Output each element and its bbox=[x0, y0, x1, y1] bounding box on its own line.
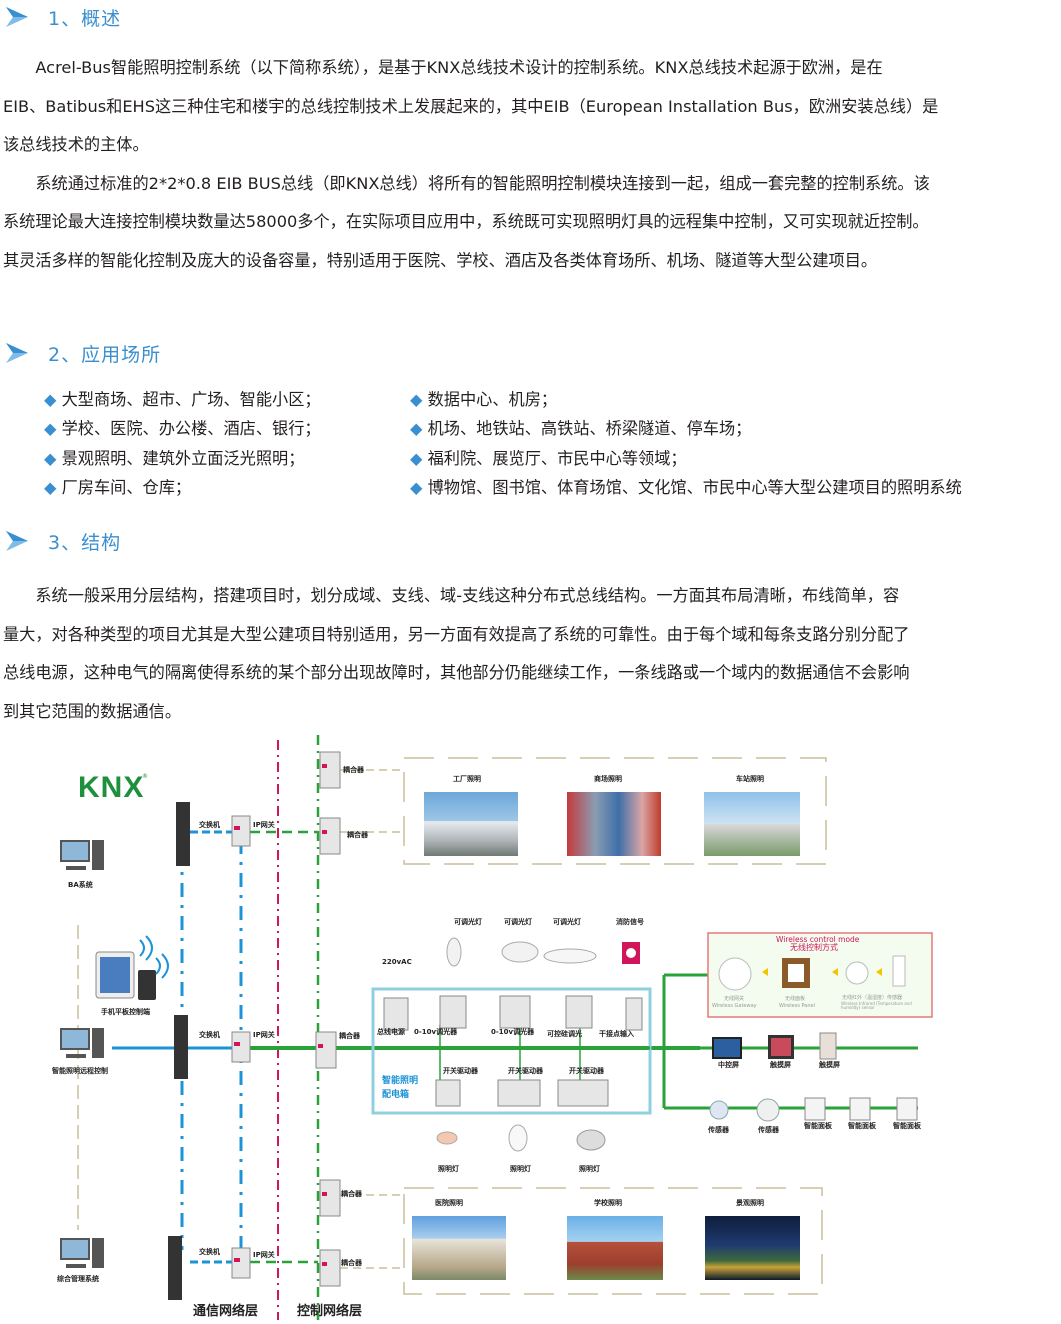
ba-system-label: BA系统 bbox=[68, 881, 93, 889]
section-2-heading: 2、应用场所 bbox=[4, 338, 161, 368]
panel-label: 智能面板 bbox=[893, 1122, 921, 1130]
text-line: 系统通过标准的2*2*0.8 EIB BUS总线（即KNX总线）将所有的智能照明… bbox=[3, 173, 930, 193]
module-label: 总线电源 bbox=[377, 1028, 405, 1036]
section-3-heading: 3、结构 bbox=[4, 526, 121, 556]
school-lighting-image bbox=[567, 1216, 663, 1280]
text-line: 到其它范围的数据通信。 bbox=[3, 701, 182, 721]
text-line: 其灵活多样的智能化控制及庞大的设备容量，特别适用于医院、学校、酒店及各类体育场所… bbox=[3, 250, 878, 270]
landscape-lighting-image bbox=[705, 1216, 800, 1280]
module-label: 开关驱动器 bbox=[569, 1067, 604, 1075]
section-1-title: 1、概述 bbox=[48, 7, 122, 30]
lamp-label: 照明灯 bbox=[579, 1165, 600, 1173]
station-lighting-image bbox=[704, 792, 800, 856]
wireless-item-en: Wireless Gateway bbox=[712, 1003, 757, 1009]
list-item: ◆ 福利院、展览厅、市民中心等领域； bbox=[410, 448, 687, 468]
text-line: 系统理论最大连接控制模块数量达58000多个，在实际项目应用中，系统既可实现照明… bbox=[3, 212, 929, 231]
voltage-label: 220vAC bbox=[382, 958, 412, 966]
ip-gateway-label: IP网关 bbox=[253, 1031, 275, 1039]
svg-text:®: ® bbox=[142, 773, 148, 780]
switch-label: 交换机 bbox=[199, 821, 220, 829]
screen-label: 触摸屏 bbox=[770, 1061, 791, 1069]
remote-control-label: 智能照明远程控制 bbox=[52, 1067, 108, 1075]
section-2-title: 2、应用场所 bbox=[48, 343, 162, 366]
list-item: ◆ 厂房车间、仓库； bbox=[44, 477, 192, 497]
coupler-label: 耦合器 bbox=[343, 766, 364, 774]
lamp-label: 可调光灯 bbox=[454, 918, 482, 926]
sensor-label: 传感器 bbox=[758, 1126, 779, 1134]
system-architecture-diagram: KNX ® bbox=[0, 730, 1061, 1324]
lamp-label: 可调光灯 bbox=[504, 918, 532, 926]
wireless-item: 无线红外（温湿度）传感器 bbox=[842, 995, 903, 1001]
screen-label: 中控屏 bbox=[718, 1061, 739, 1069]
photo-caption: 学校照明 bbox=[594, 1199, 622, 1207]
chevron-arrow-icon bbox=[6, 7, 28, 27]
chevron-arrow-icon bbox=[6, 531, 28, 551]
photo-caption: 医院照明 bbox=[435, 1199, 463, 1207]
lamp-label: 照明灯 bbox=[438, 1165, 459, 1173]
lighting-box-label: 智能照明 bbox=[382, 1076, 419, 1086]
ip-gateway-label: IP网关 bbox=[253, 1251, 275, 1259]
fire-signal-label: 消防信号 bbox=[616, 918, 644, 926]
coupler-label: 耦合器 bbox=[347, 831, 368, 839]
text-line: 系统一般采用分层结构，搭建项目时，划分成域、支线、域-支线这种分布式总线结构。一… bbox=[3, 586, 900, 605]
list-item: ◆ 数据中心、机房； bbox=[410, 390, 558, 409]
switch-label: 交换机 bbox=[199, 1031, 220, 1039]
photo-caption: 工厂照明 bbox=[453, 775, 481, 783]
svg-text:KNX: KNX bbox=[78, 771, 144, 804]
module-label: 可控硅调光 bbox=[547, 1030, 582, 1038]
panel-label: 智能面板 bbox=[804, 1122, 832, 1130]
mobile-control-label: 手机平板控制端 bbox=[101, 1008, 150, 1016]
application-list-right: ◆ 数据中心、机房； ◆ 机场、地铁站、高铁站、桥梁隧道、停车场； ◆ 福利院、… bbox=[410, 385, 962, 502]
communication-layer-label: 通信网络层 bbox=[193, 1304, 259, 1319]
lamp-label: 照明灯 bbox=[510, 1165, 531, 1173]
sensor-label: 传感器 bbox=[708, 1126, 729, 1134]
section-3-paragraph: 系统一般采用分层结构，搭建项目时，划分成域、支线、域-支线这种分布式总线结构。一… bbox=[3, 577, 1061, 731]
panel-label: 智能面板 bbox=[848, 1122, 876, 1130]
list-item: ◆ 景观照明、建筑外立面泛光照明； bbox=[44, 448, 305, 468]
list-item: ◆ 机场、地铁站、高铁站、桥梁隧道、停车场； bbox=[410, 419, 752, 439]
knx-logo: KNX ® bbox=[78, 771, 148, 804]
application-list-left: ◆ 大型商场、超市、广场、智能小区； ◆ 学校、医院、办公楼、酒店、银行； ◆ … bbox=[44, 385, 321, 502]
photo-caption: 车站照明 bbox=[736, 775, 764, 783]
wireless-title-cn: 无线控制方式 bbox=[790, 943, 838, 952]
chevron-arrow-icon bbox=[6, 343, 28, 363]
ip-gateway-label: IP网关 bbox=[253, 821, 275, 829]
section-1-paragraph: Acrel-Bus智能照明控制系统（以下简称系统），是基于KNX总线技术设计的控… bbox=[3, 49, 1061, 280]
text-line: 总线电源，这种电气的隔离使得系统的某个部分出现故障时，其他部分仍能继续工作，一条… bbox=[3, 663, 910, 682]
section-1-heading: 1、概述 bbox=[4, 2, 121, 32]
module-label: 开关驱动器 bbox=[508, 1067, 543, 1075]
screen-label: 触摸屏 bbox=[819, 1061, 840, 1069]
text-line: EIB、Batibus和EHS这三种住宅和楼宇的总线控制技术上发展起来的，其中E… bbox=[3, 96, 939, 116]
text-line: Acrel-Bus智能照明控制系统（以下简称系统），是基于KNX总线技术设计的控… bbox=[3, 58, 883, 77]
module-label: 0-10v调光器 bbox=[491, 1028, 535, 1036]
mall-lighting-image bbox=[567, 792, 661, 856]
module-label: 开关驱动器 bbox=[443, 1067, 478, 1075]
coupler-label: 耦合器 bbox=[339, 1032, 360, 1040]
lamp-label: 可调光灯 bbox=[553, 918, 581, 926]
coupler-label: 耦合器 bbox=[341, 1259, 362, 1267]
module-label: 0-10v调光器 bbox=[414, 1028, 458, 1036]
hospital-lighting-image bbox=[412, 1216, 506, 1280]
module-label: 干接点输入 bbox=[599, 1030, 634, 1038]
list-item: ◆ 学校、医院、办公楼、酒店、银行； bbox=[44, 419, 321, 439]
diagram-lines: KNX ® bbox=[60, 735, 933, 1320]
management-system-label: 综合管理系统 bbox=[57, 1275, 99, 1283]
wireless-item: 无线网关 bbox=[724, 996, 745, 1002]
list-item: ◆ 大型商场、超市、广场、智能小区； bbox=[44, 390, 321, 409]
text-line: 该总线技术的主体。 bbox=[3, 135, 149, 154]
photo-caption: 商场照明 bbox=[594, 775, 622, 783]
coupler-label: 耦合器 bbox=[341, 1190, 362, 1198]
wireless-title-en: Wireless control mode bbox=[776, 935, 860, 944]
list-item: ◆ 博物馆、图书馆、体育场馆、文化馆、市民中心等大型公建项目的照明系统 bbox=[410, 477, 962, 497]
control-layer-label: 控制网络层 bbox=[297, 1304, 363, 1319]
factory-lighting-image bbox=[424, 792, 518, 856]
wireless-item: 无线面板 bbox=[785, 996, 806, 1002]
section-3-title: 3、结构 bbox=[48, 531, 122, 554]
wireless-item-en: Wireless Panel bbox=[779, 1003, 815, 1009]
switch-label: 交换机 bbox=[199, 1248, 220, 1256]
wireless-item-en: Wireless Infrared (Temperature and humid… bbox=[841, 1001, 912, 1010]
photo-caption: 景观照明 bbox=[736, 1199, 764, 1207]
text-line: 量大，对各种类型的项目尤其是大型公建项目特别适用，另一方面有效提高了系统的可靠性… bbox=[3, 624, 910, 644]
lighting-box-label: 配电箱 bbox=[382, 1090, 410, 1100]
